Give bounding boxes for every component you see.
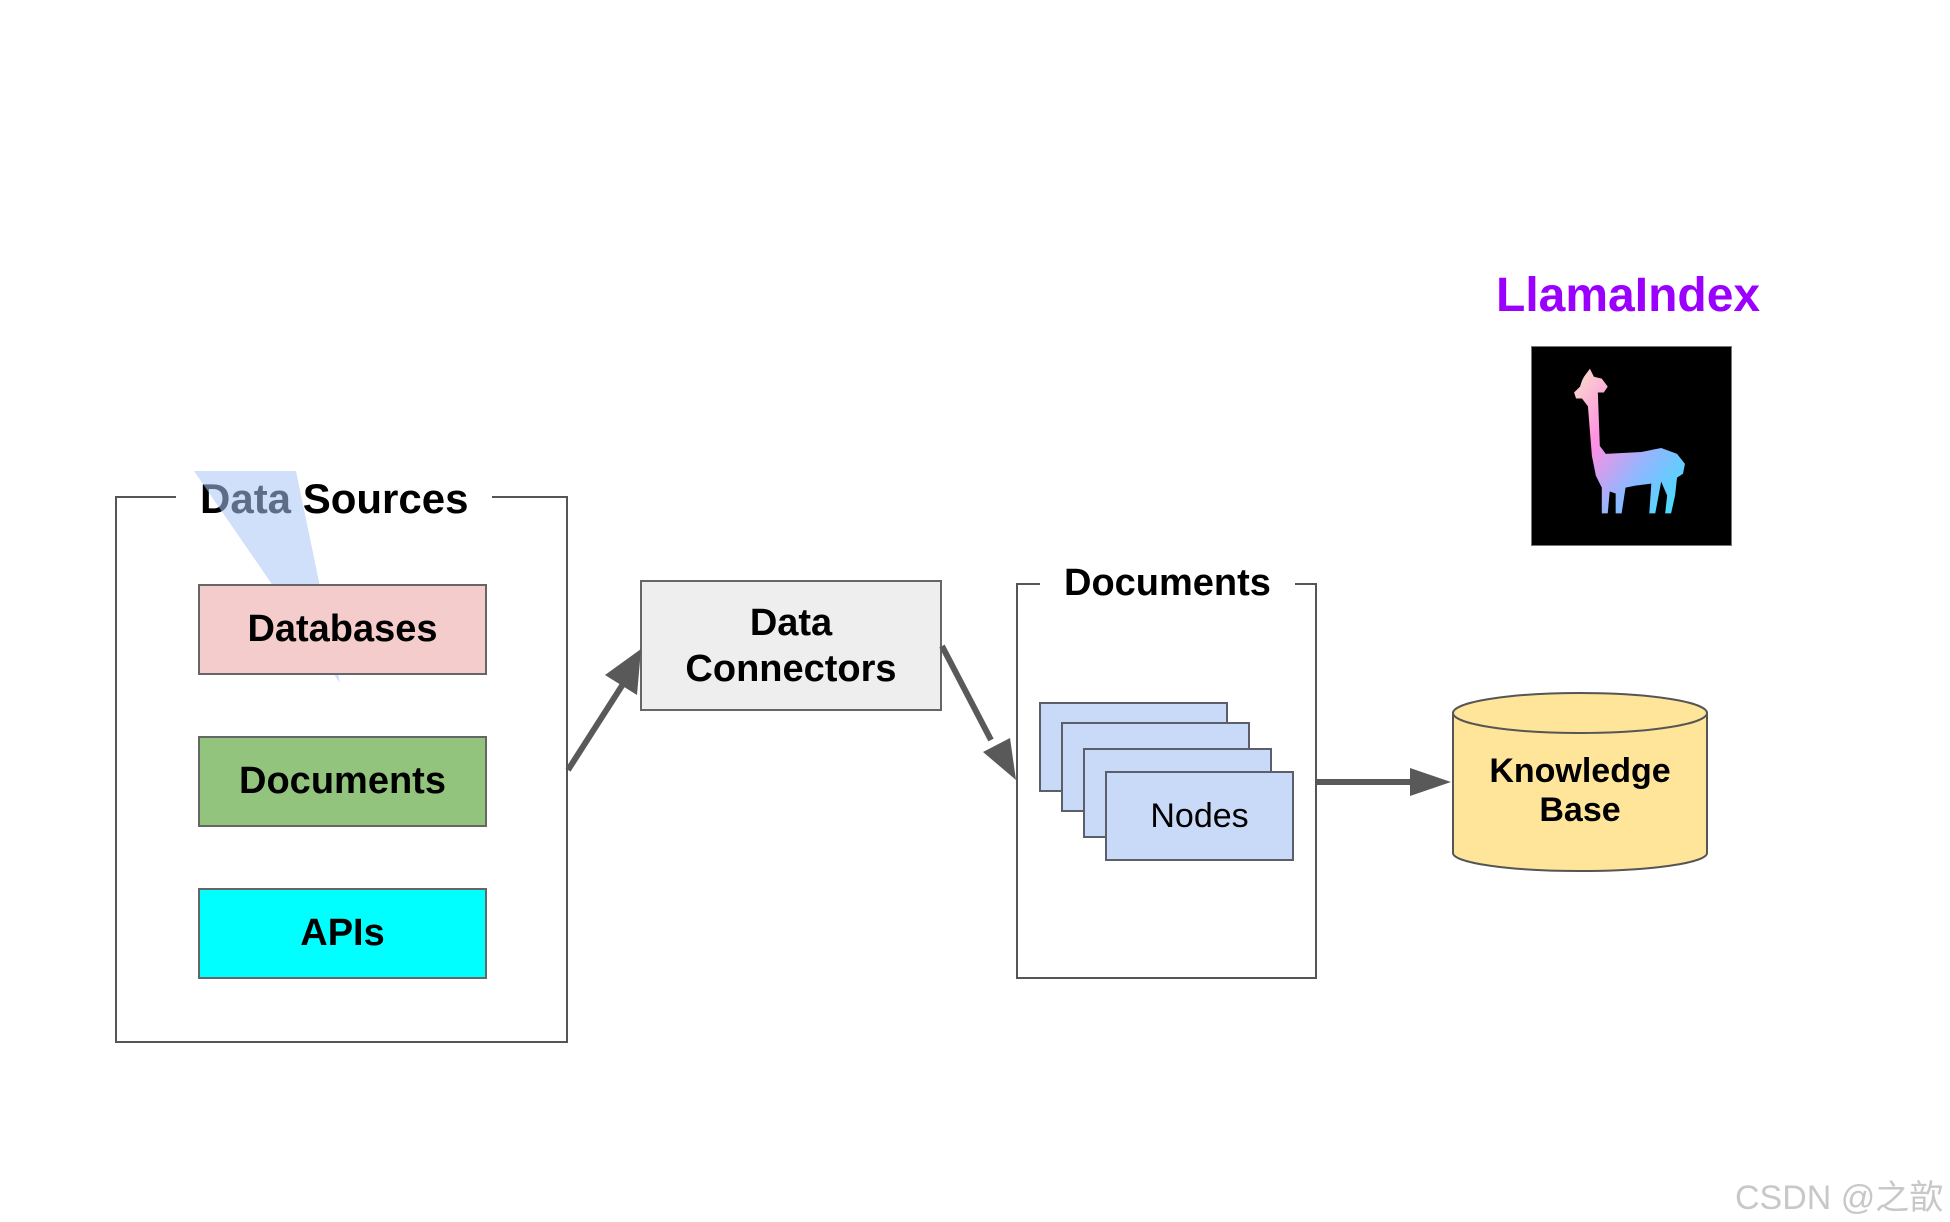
llama-silhouette-icon	[1574, 368, 1685, 514]
node-card-front: Nodes	[1105, 771, 1294, 861]
knowledge-base-label: Knowledge Base	[1453, 752, 1707, 830]
brand-title: LlamaIndex	[1496, 269, 1761, 322]
documents-source-box: Documents	[198, 736, 487, 827]
llama-logo-icon	[1531, 346, 1732, 546]
data-connectors-line1: Data	[749, 601, 833, 644]
data-connectors-box: Data Connectors	[640, 580, 942, 711]
knowledge-base-line2: Base	[1539, 791, 1621, 829]
knowledge-base-line1: Knowledge	[1489, 752, 1671, 790]
data-connectors-line2: Connectors	[685, 647, 897, 690]
documents-group-title: Documents	[1040, 560, 1295, 606]
apis-box: APIs	[198, 888, 487, 979]
watermark: CSDN @之歆	[1735, 1179, 1944, 1217]
node-label: Nodes	[1150, 796, 1249, 835]
databases-box: Databases	[198, 584, 487, 675]
